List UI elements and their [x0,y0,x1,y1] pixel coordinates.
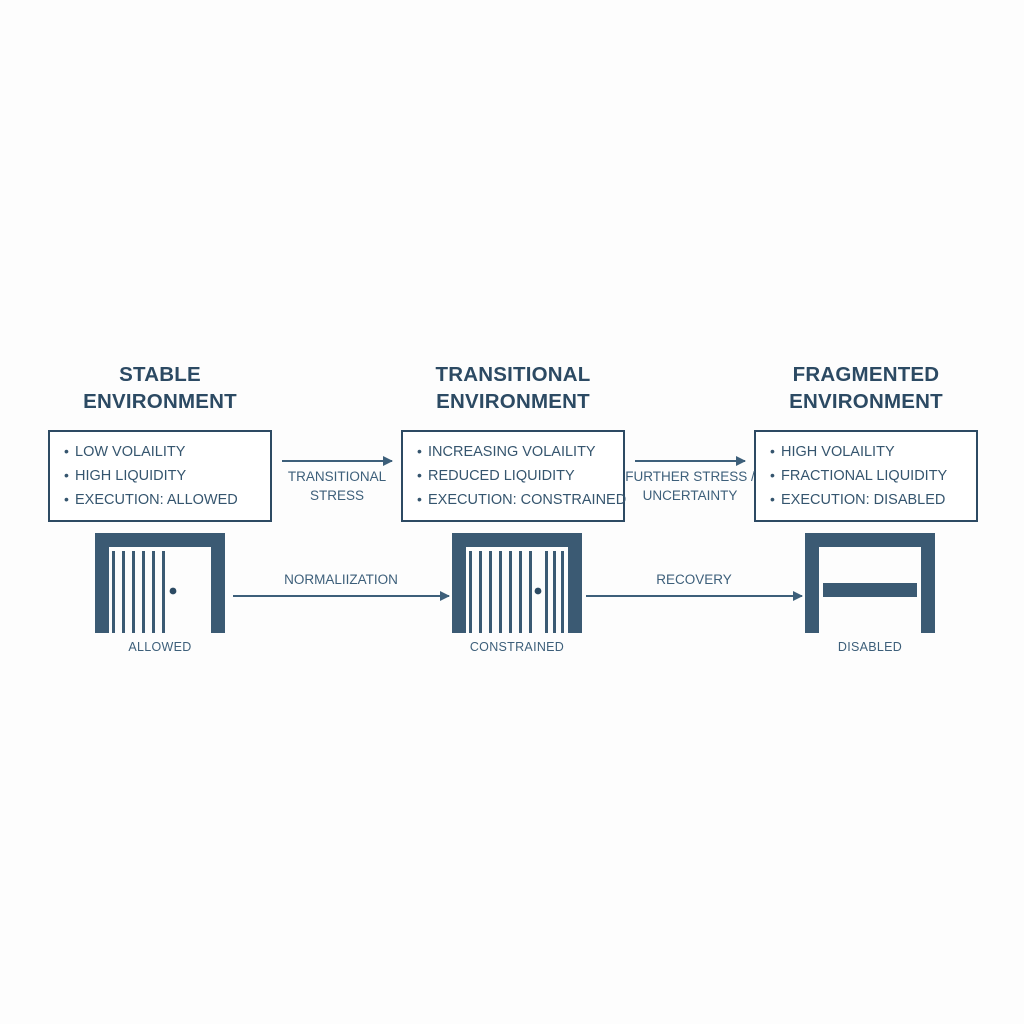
attribute-item: • HIGH VOLAILITY [770,440,962,464]
transition-label: NORMALIIZATION [284,570,398,589]
stage-heading-line-1: FRAGMENTED [792,363,940,386]
attribute-text: LOW VOLAILITY [75,444,186,460]
stage-heading-line-1: TRANSITIONAL [435,363,591,386]
gate-partial-icon [452,533,582,633]
attribute-item: • HIGH LIQUIDITY [64,464,256,488]
gate-icon-disabled-group: DISABLED [805,533,935,654]
attribute-text: REDUCED LIQUIDITY [428,468,575,484]
stage-heading-line-2: ENVIRONMENT [436,390,590,413]
bullet-icon: • [417,491,422,507]
bullet-icon: • [417,467,422,483]
bullet-icon: • [770,467,775,483]
transition-label: TRANSITIONAL STRESS [288,467,386,505]
stage-heading-transitional: TRANSITIONAL ENVIRONMENT [401,361,625,415]
transition-label-line-1: NORMALIIZATION [284,572,398,587]
transition-label-line-1: TRANSITIONAL [287,469,387,484]
gate-open-icon [95,533,225,633]
transition-label-line-1: FURTHER STRESS / [625,469,755,484]
attribute-text: EXECUTION: ALLOWED [75,492,238,508]
transition-label-line-2: UNCERTAINTY [642,488,738,503]
attribute-item: • FRACTIONAL LIQUIDITY [770,464,962,488]
attribute-item: • INCREASING VOLAILITY [417,440,609,464]
attribute-box-transitional: • INCREASING VOLAILITY • REDUCED LIQUIDI… [401,430,626,522]
transition-label-line-1: RECOVERY [656,572,732,587]
stage-heading-line-2: ENVIRONMENT [789,390,943,413]
attribute-item: • EXECUTION: DISABLED [770,488,962,512]
attribute-text: INCREASING VOLAILITY [428,444,596,460]
arrow-right-icon [586,591,803,601]
attribute-box-stable: • LOW VOLAILITY • HIGH LIQUIDITY • EXECU… [48,430,272,522]
stage-heading-line-1: STABLE [119,363,201,386]
attribute-text: EXECUTION: CONSTRAINED [428,492,627,508]
arrow-right-icon [282,456,393,466]
gate-caption: DISABLED [837,640,903,654]
arrow-right-icon [233,591,450,601]
gate-caption: ALLOWED [128,640,192,654]
bullet-icon: • [770,443,775,459]
transition-label: RECOVERY [656,570,732,589]
attribute-item: • EXECUTION: CONSTRAINED [417,488,626,512]
transition-label: FURTHER STRESS / UNCERTAINTY [625,467,755,505]
bullet-icon: • [770,491,775,507]
bullet-icon: • [64,467,69,483]
attribute-item: • REDUCED LIQUIDITY [417,464,609,488]
attribute-text: FRACTIONAL LIQUIDITY [781,468,948,484]
attribute-item: • LOW VOLAILITY [64,440,256,464]
transition-stable-to-transitional: TRANSITIONAL STRESS [279,456,395,505]
gate-icon-allowed-group: ALLOWED [95,533,225,654]
transition-constrained-recovery: RECOVERY [583,570,805,601]
gate-closed-icon [805,533,935,633]
stage-heading-fragmented: FRAGMENTED ENVIRONMENT [754,361,978,415]
attribute-item: • EXECUTION: ALLOWED [64,488,256,512]
transition-label-line-2: STRESS [309,488,364,503]
gate-caption: CONSTRAINED [469,640,565,654]
gate-icon-constrained-group: CONSTRAINED [452,533,582,654]
stage-heading-line-2: ENVIRONMENT [83,390,237,413]
bullet-icon: • [64,443,69,459]
attribute-box-fragmented: • HIGH VOLAILITY • FRACTIONAL LIQUIDITY … [754,430,978,522]
attribute-text: HIGH LIQUIDITY [75,468,187,484]
attribute-text: EXECUTION: DISABLED [781,492,946,508]
transition-allowed-normalization: NORMALIIZATION [230,570,452,601]
stage-heading-stable: STABLE ENVIRONMENT [48,361,272,415]
transition-transitional-to-fragmented: FURTHER STRESS / UNCERTAINTY [625,456,755,505]
arrow-right-icon [635,456,746,466]
bullet-icon: • [64,491,69,507]
bullet-icon: • [417,443,422,459]
attribute-text: HIGH VOLAILITY [781,444,895,460]
